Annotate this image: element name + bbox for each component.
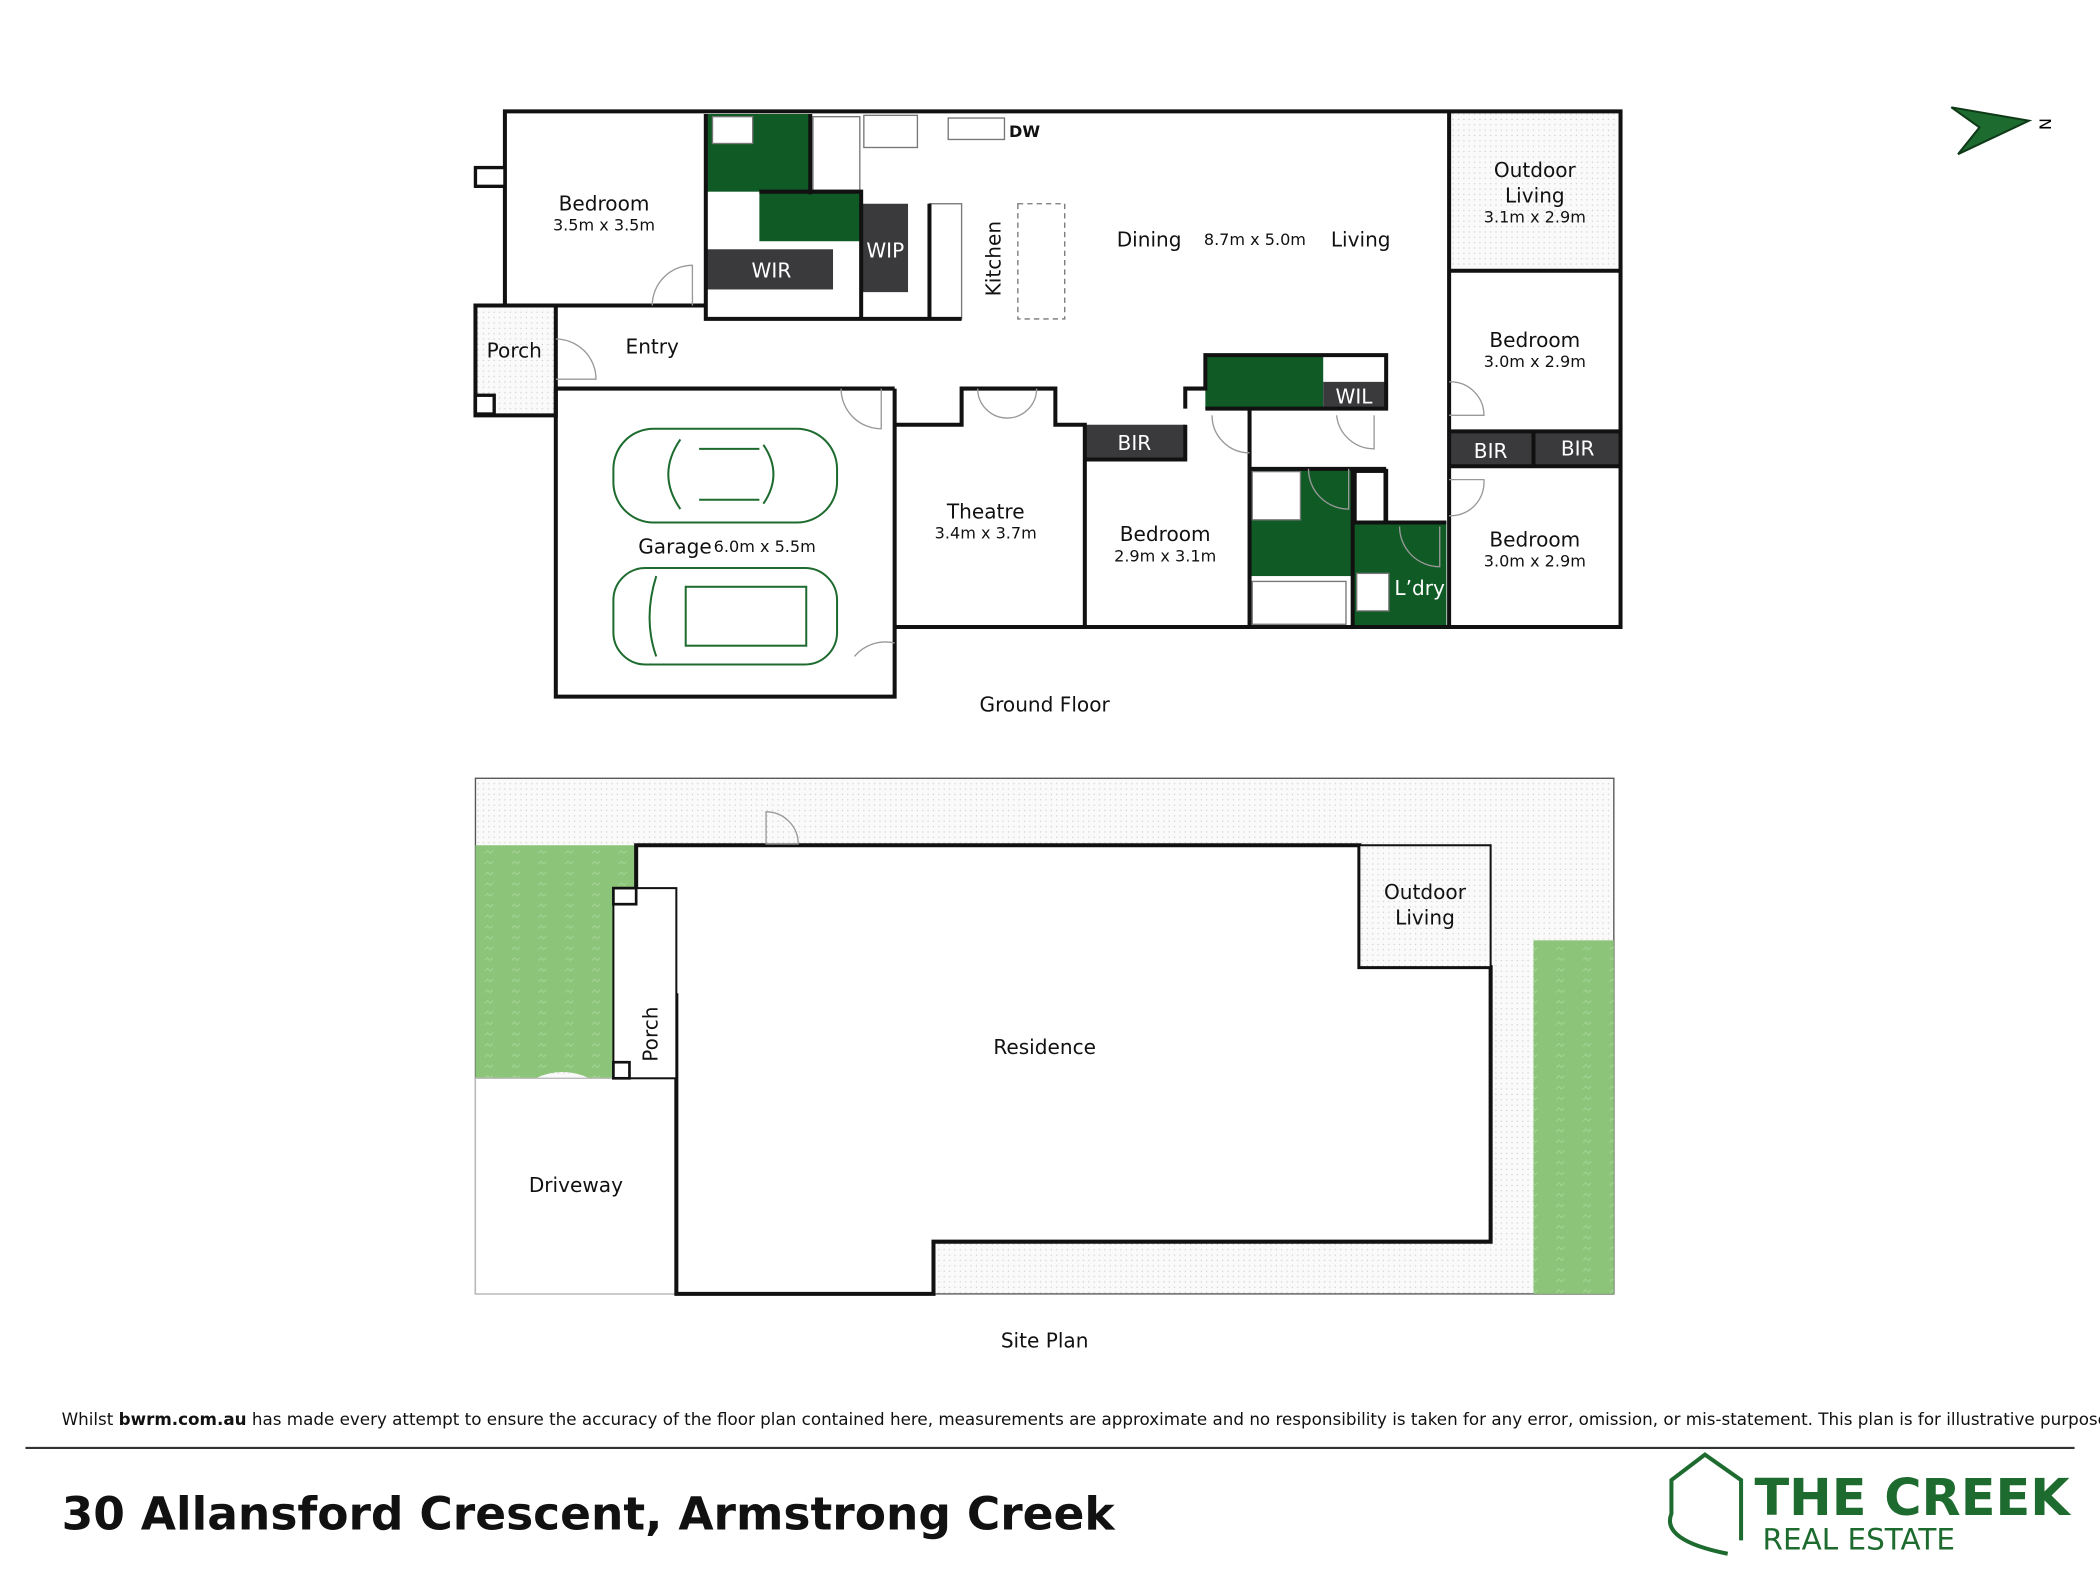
north-label: N (2036, 118, 2055, 130)
site-plan-title: Site Plan (1001, 1328, 1089, 1352)
driveway-label: Driveway (529, 1173, 623, 1197)
car-outline-icon (612, 427, 839, 666)
outdoor-living-size: 3.1m x 2.9m (1484, 207, 1586, 226)
site-porch-label: Porch (639, 1006, 663, 1061)
ground-floor-title: Ground Floor (980, 692, 1111, 716)
wir-label: WIR (752, 258, 792, 282)
ground-floor-plan: Bedroom 3.5m x 3.5m Porch Entry WIR WIP … (473, 109, 1623, 716)
bedroom-4-label: Bedroom (1120, 522, 1211, 546)
outdoor-living-label-1: Outdoor (1494, 158, 1577, 182)
residence-label: Residence (993, 1035, 1096, 1059)
bir-label-b: BIR (1561, 437, 1595, 461)
front-lawn (475, 845, 637, 1079)
svg-text:REAL ESTATE: REAL ESTATE (1763, 1523, 1955, 1557)
bedroom-2-label: Bedroom (1489, 328, 1580, 352)
bir-closet-b (1533, 431, 1621, 467)
kitchen-label: Kitchen (981, 221, 1005, 296)
living-label: Living (1331, 228, 1391, 252)
house-logo-icon (1668, 1452, 1744, 1556)
bir-closet-a (1449, 431, 1534, 467)
bir-label-a: BIR (1474, 439, 1508, 463)
living-size: 8.7m x 5.0m (1204, 230, 1306, 249)
dishwasher-label: DW (1009, 122, 1040, 141)
powder-room-floor (1205, 355, 1324, 409)
garage-size: 6.0m x 5.5m (714, 537, 816, 556)
outdoor-living-label-2: Living (1505, 183, 1565, 207)
entry-label: Entry (626, 335, 680, 359)
kitchen-island (1017, 203, 1066, 320)
porch-label: Porch (487, 339, 542, 363)
disclaimer: Whilst bwrm.com.au has made every attemp… (62, 1409, 2100, 1429)
bir-label-c: BIR (1118, 431, 1152, 455)
bedroom-label: Bedroom (559, 191, 650, 215)
site-outdoor-label-2: Living (1395, 905, 1455, 929)
toilet-floor (759, 191, 862, 242)
theatre-label: Theatre (946, 499, 1025, 523)
wip-pantry (861, 203, 909, 293)
side-lawn (1533, 940, 1614, 1294)
wip-label: WIP (866, 238, 904, 262)
outdoor-living-area (1449, 111, 1621, 271)
site-plan: Outdoor Living Residence Porch Driveway … (474, 777, 1615, 1352)
dining-label: Dining (1117, 228, 1182, 252)
wil-label: WIL (1336, 384, 1374, 408)
site-outdoor-label-1: Outdoor (1384, 880, 1467, 904)
garage-label: Garage (638, 534, 712, 558)
driveway (474, 1077, 678, 1295)
north-arrow-icon: N (1950, 106, 2055, 156)
bedroom-3-size: 3.0m x 2.9m (1484, 552, 1586, 571)
svg-text:THE CREEK: THE CREEK (1754, 1469, 2071, 1528)
site-porch (612, 887, 678, 1080)
theatre-size: 3.4m x 3.7m (935, 524, 1037, 543)
wil-closet (1323, 381, 1387, 409)
bedroom-size: 3.5m x 3.5m (553, 216, 655, 235)
bir-closet-mid (1084, 424, 1186, 460)
property-address: 30 Allansford Crescent, Armstrong Creek (62, 1488, 1117, 1541)
bedroom-2-size: 3.0m x 2.9m (1484, 352, 1586, 371)
bedroom-4-size: 2.9m x 3.1m (1114, 546, 1216, 565)
agency-logo: THE CREEK REAL ESTATE (1668, 1452, 2071, 1557)
laundry-label: L’dry (1394, 576, 1445, 600)
wir-closet (705, 249, 834, 290)
bedroom-3-label: Bedroom (1489, 528, 1580, 552)
bathroom-floor (1249, 522, 1353, 577)
